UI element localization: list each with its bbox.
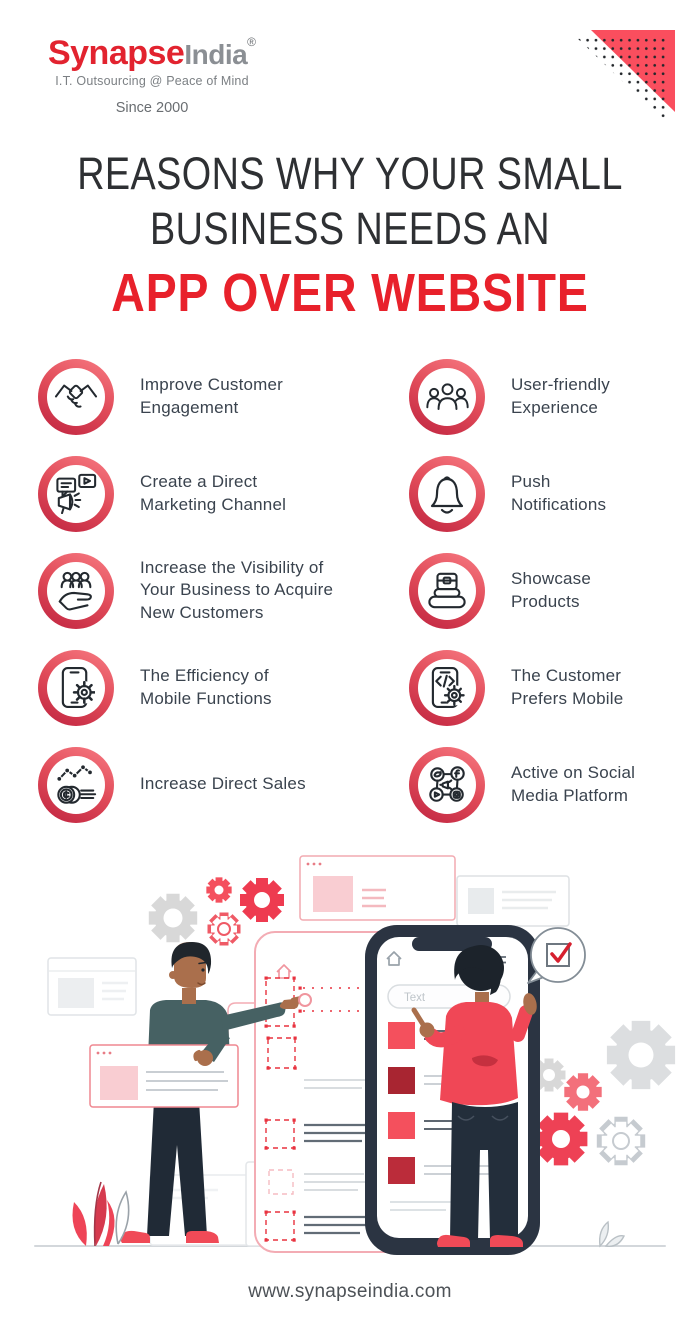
phone-gear-icon	[61, 666, 95, 709]
header-logo: SynapseIndia® I.T. Outsourcing @ Peace o…	[36, 36, 268, 116]
features-grid: Improve Customer Engagement User-friendl…	[38, 348, 692, 833]
browser-window-top-right	[456, 875, 570, 927]
gear-cluster-right	[533, 1021, 676, 1166]
feature-ring	[409, 552, 485, 629]
feature-item-active-social-media: Active on Social Media Platform	[409, 746, 692, 823]
phone-search-placeholder: Text	[404, 992, 426, 1004]
feature-ring	[409, 455, 485, 532]
bell-icon	[430, 476, 464, 514]
footer-website: www.synapseindia.com	[248, 1281, 452, 1302]
brand-wordmark: SynapseIndia®	[36, 36, 268, 70]
user-group-icon	[425, 383, 469, 411]
feature-ring	[38, 552, 114, 629]
feature-item-increase-visibility: Increase the Visibility of Your Business…	[38, 552, 409, 629]
corner-decoration	[575, 0, 700, 130]
feature-label: The Customer Prefers Mobile	[511, 666, 624, 708]
feature-label: Increase the Visibility of Your Business…	[140, 557, 334, 622]
title-line-2: BUSINESS NEEDS AN	[150, 203, 550, 254]
marketing-megaphone-icon	[55, 473, 96, 514]
feature-item-customer-prefers-mobile: The Customer Prefers Mobile	[409, 649, 692, 726]
checkbox	[546, 943, 570, 967]
product-showcase-icon	[428, 572, 466, 608]
feature-item-increase-direct-sales: Increase Direct Sales	[38, 746, 409, 823]
feature-item-push-notifications: Push Notifications	[409, 455, 692, 532]
feature-item-user-friendly-experience: User-friendly Experience	[409, 358, 692, 435]
connector-wire	[227, 1002, 255, 1037]
right-plant	[598, 1220, 626, 1248]
feature-ring	[38, 649, 114, 726]
feature-label: Increase Direct Sales	[140, 774, 306, 794]
main-title: REASONS WHY YOUR SMALL BUSINESS NEEDS AN…	[0, 146, 700, 323]
social-media-network-icon	[429, 765, 465, 802]
feature-ring	[409, 358, 485, 435]
phone-code-gear-icon	[431, 666, 465, 709]
feature-item-showcase-products: Showcase Products	[409, 552, 692, 629]
feature-label: Create a Direct Marketing Channel	[140, 472, 287, 514]
feature-label: Showcase Products	[511, 569, 592, 611]
brand-since: Since 2000	[115, 100, 189, 116]
gear-cluster-top	[149, 877, 284, 945]
title-line-1: REASONS WHY YOUR SMALL	[77, 148, 623, 199]
feature-ring	[38, 358, 114, 435]
brand-primary: Synapse	[47, 34, 185, 72]
feature-ring	[409, 649, 485, 726]
feature-item-mobile-functions: The Efficiency of Mobile Functions	[38, 649, 409, 726]
feature-ring	[38, 455, 114, 532]
audience-hand-icon	[58, 571, 92, 610]
brand-secondary: India	[184, 39, 248, 70]
browser-window-top-center	[299, 855, 456, 921]
feature-item-improve-customer-engagement: Improve Customer Engagement	[38, 358, 409, 435]
speech-bubble	[527, 927, 586, 984]
browser-window-left	[47, 957, 137, 1016]
phone-home-icon	[386, 951, 402, 966]
right-person	[411, 945, 537, 1247]
left-plant	[72, 1181, 130, 1247]
feature-ring	[38, 746, 114, 823]
brand-tagline: I.T. Outsourcing @ Peace of Mind	[55, 74, 249, 88]
corner-dots-pattern	[575, 36, 667, 124]
title-highlight: APP OVER WEBSITE	[111, 263, 589, 323]
feature-item-direct-marketing-channel: Create a Direct Marketing Channel	[38, 455, 409, 532]
left-person	[89, 942, 312, 1243]
checkmark-icon	[550, 942, 572, 963]
feature-label: The Efficiency of Mobile Functions	[140, 666, 272, 708]
registered-mark: ®	[247, 35, 257, 49]
handshake-icon	[54, 384, 98, 408]
illustration: Text	[34, 855, 700, 1255]
feature-ring	[409, 746, 485, 823]
feature-label: User-friendly Experience	[511, 375, 610, 417]
sales-growth-coins-icon	[55, 764, 96, 804]
feature-label: Active on Social Media Platform	[511, 763, 636, 805]
feature-label: Improve Customer Engagement	[140, 375, 284, 417]
feature-label: Push Notifications	[511, 472, 607, 514]
